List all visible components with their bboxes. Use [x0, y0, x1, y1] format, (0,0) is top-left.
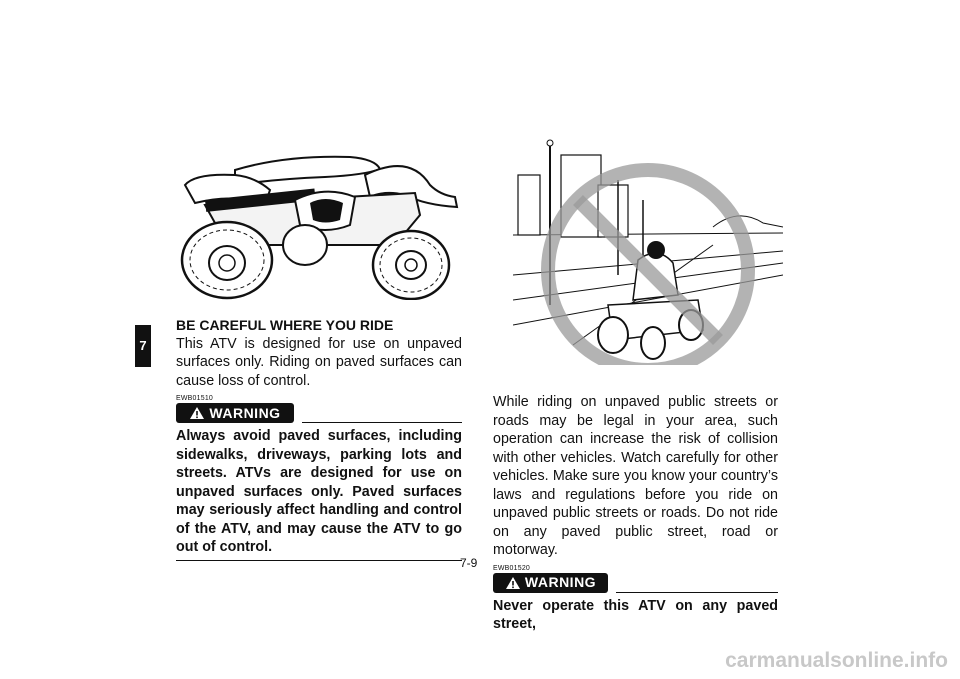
street-scene-illustration: [513, 139, 783, 365]
atv-illustration: [180, 155, 459, 300]
right-column: While riding on unpaved public streets o…: [493, 393, 778, 634]
warning-triangle-icon: [505, 576, 520, 589]
warning-code: EWB01520: [493, 564, 531, 572]
section-body: This ATV is designed for use on unpaved …: [176, 335, 462, 389]
divider: [616, 591, 778, 593]
section-heading: BE CAREFUL WHERE YOU RIDE: [176, 317, 394, 333]
warning-text: Always avoid paved surfaces, including s…: [176, 428, 462, 555]
divider: [302, 422, 462, 423]
warning-header: WARNING: [176, 403, 462, 423]
warning-label: WARNING: [209, 404, 281, 421]
warning-text: Never operate this ATV on any paved stre…: [493, 597, 778, 633]
warning-triangle-icon: [190, 407, 205, 419]
warning-header: WARNING: [493, 572, 778, 593]
page-number: 7-9: [460, 556, 478, 570]
warning-badge: WARNING: [176, 403, 294, 423]
left-column: BE CAREFUL WHERE YOU RIDE This ATV is de…: [176, 316, 462, 561]
section-body: While riding on unpaved public streets o…: [493, 394, 778, 558]
divider: [176, 559, 462, 561]
chapter-tab: 7: [135, 325, 151, 367]
warning-code: EWB01510: [176, 395, 214, 402]
watermark: carmanualsonline.info: [725, 649, 948, 672]
warning-label: WARNING: [524, 574, 597, 591]
warning-badge: WARNING: [493, 572, 608, 593]
